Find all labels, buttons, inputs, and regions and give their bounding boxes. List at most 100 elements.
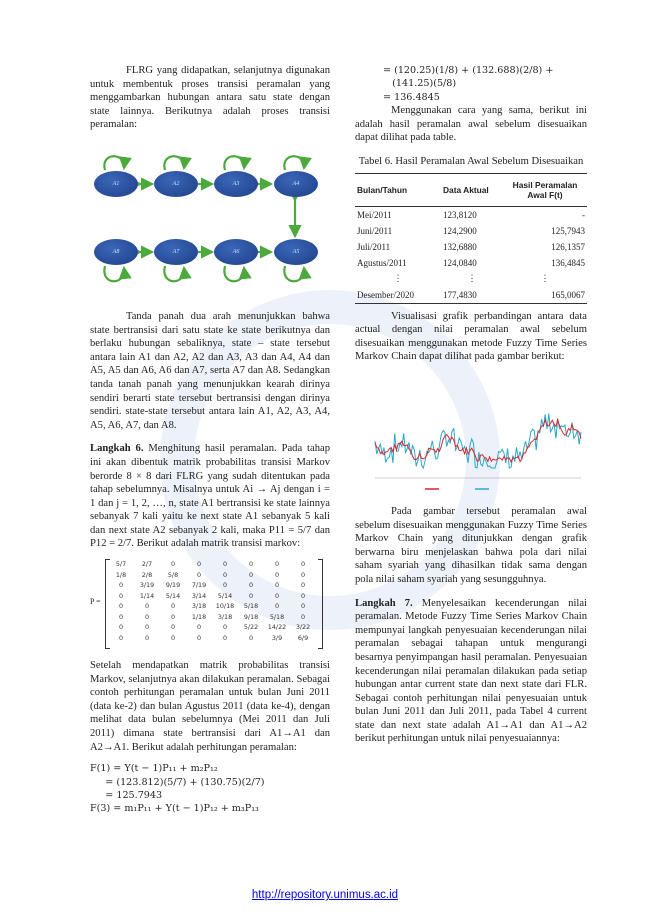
matrix-cell: 5/8 bbox=[167, 570, 179, 579]
matrix-cell: 0 bbox=[144, 633, 150, 642]
table-cell: Juli/2011 bbox=[357, 241, 391, 252]
equation-f3: F(3) = m₁P₁₁ + Y(t − 1)P₁₂ + m₃P₁₃ bbox=[90, 803, 259, 815]
matrix-cell: 0 bbox=[170, 560, 176, 569]
equation-f3-values-cont: (141.25)(5/8) bbox=[383, 78, 457, 90]
table-cell: Desember/2020 bbox=[355, 286, 441, 304]
matrix-cell: 0 bbox=[248, 581, 254, 590]
matrix-cell: 0 bbox=[248, 570, 254, 579]
matrix-cell: 0 bbox=[248, 591, 254, 600]
left-column: FLRG yang didapatkan, selanjutnya diguna… bbox=[90, 64, 330, 816]
equation-f1-values: = (123.812)(5/7) + (130.75)(2/7) bbox=[90, 776, 265, 788]
matrix-label: P = bbox=[90, 597, 101, 607]
paragraph-intro: FLRG yang didapatkan, selanjutnya diguna… bbox=[90, 65, 330, 131]
step7-title: Langkah 7. bbox=[355, 597, 413, 609]
matrix-cell: 0 bbox=[222, 623, 228, 632]
forecast-table: Bulan/Tahun Data Aktual Hasil Peramalan … bbox=[355, 172, 587, 304]
matrix-cell: 0 bbox=[118, 602, 124, 611]
matrix-cell: 0 bbox=[144, 602, 150, 611]
matrix-cell: 3/18 bbox=[217, 612, 233, 621]
matrix-cell: 0 bbox=[170, 602, 176, 611]
table-cell: Agustus/2011 bbox=[357, 257, 407, 268]
table-row: Mei/2011 123,8120 - bbox=[355, 206, 587, 223]
matrix-cell: 0 bbox=[300, 560, 306, 569]
header-actual: Data Aktual bbox=[441, 172, 503, 207]
matrix-cell: 14/22 bbox=[267, 623, 287, 632]
matrix-cell: 0 bbox=[222, 560, 228, 569]
paragraph-chart-intro: Visualisasi grafik perbandingan antara d… bbox=[355, 310, 587, 363]
table-cell: 177,4830 bbox=[441, 286, 503, 304]
matrix-cell: 0 bbox=[144, 623, 150, 632]
matrix-cell: 0 bbox=[196, 623, 202, 632]
node-a8: A8 bbox=[94, 238, 138, 265]
matrix-cell: 5/14 bbox=[165, 591, 181, 600]
repository-link[interactable]: http://repository.unimus.ac.id bbox=[251, 889, 399, 901]
matrix-bracket-right bbox=[318, 559, 323, 650]
matrix-cell: 0 bbox=[222, 581, 228, 590]
matrix-cell: 0 bbox=[144, 612, 150, 621]
table-row: ⋮⋮⋮ bbox=[355, 271, 587, 287]
node-a6: A6 bbox=[214, 238, 258, 265]
matrix-cell: 1/14 bbox=[139, 591, 155, 600]
equation-f3-values: = (120.25)(1/8) + (132.688)(2/8) + bbox=[383, 65, 554, 76]
table-cell: ⋮ bbox=[467, 273, 477, 284]
matrix-cell: 0 bbox=[170, 623, 176, 632]
matrix-cell: 3/9 bbox=[271, 633, 283, 642]
matrix-cell: 1/8 bbox=[115, 570, 127, 579]
matrix-cell: 0 bbox=[222, 570, 228, 579]
matrix-cell: 0 bbox=[196, 570, 202, 579]
matrix-cell: 2/7 bbox=[141, 560, 153, 569]
matrix-cell: 0 bbox=[170, 612, 176, 621]
table-cell: 124,0840 bbox=[443, 257, 477, 268]
table-title: Tabel 6. Hasil Peramalan Awal Sebelum Di… bbox=[358, 156, 584, 167]
table-cell: Mei/2011 bbox=[357, 209, 392, 220]
table-cell: Juni/2011 bbox=[357, 225, 393, 236]
matrix-cell: 7/19 bbox=[191, 581, 207, 590]
paragraph-step6: Langkah 6. Menghitung hasil peramalan. P… bbox=[90, 442, 330, 551]
matrix-cell: 1/18 bbox=[191, 612, 207, 621]
table-cell: 123,8120 bbox=[443, 209, 477, 220]
matrix-cell: 0 bbox=[170, 633, 176, 642]
matrix-cell: 5/7 bbox=[115, 560, 127, 569]
matrix-cell: 0 bbox=[118, 581, 124, 590]
matrix-cell: 0 bbox=[300, 591, 306, 600]
matrix-cell: 0 bbox=[248, 633, 254, 642]
node-a2: A2 bbox=[154, 170, 198, 197]
diagram-arrows bbox=[103, 155, 312, 283]
matrix-cell: 0 bbox=[118, 623, 124, 632]
matrix-cell: 0 bbox=[274, 591, 280, 600]
matrix-cell: 6/9 bbox=[297, 633, 309, 642]
matrix-cell: 5/18 bbox=[243, 602, 259, 611]
table-cell: 125,7943 bbox=[551, 225, 585, 236]
node-a3: A3 bbox=[214, 170, 258, 197]
table-cell: 165,0067 bbox=[503, 286, 587, 304]
table-cell: 124,2900 bbox=[443, 225, 477, 236]
table-cell: 132,6880 bbox=[443, 241, 477, 252]
matrix-cell: 0 bbox=[118, 591, 124, 600]
matrix-cell: 3/18 bbox=[191, 602, 207, 611]
paragraph-forecast-intro: Setelah mendapatkan matrik probabilitas … bbox=[90, 660, 330, 753]
paragraph-step7: Langkah 7. Menyelesaikan kecenderungan n… bbox=[355, 597, 587, 747]
table-cell: ⋮ bbox=[540, 273, 550, 284]
matrix-cell: 0 bbox=[274, 560, 280, 569]
table-cell: - bbox=[582, 209, 585, 220]
node-a5: A5 bbox=[274, 238, 318, 265]
comparison-chart bbox=[355, 370, 587, 495]
matrix-cell: 0 bbox=[300, 581, 306, 590]
header-month: Bulan/Tahun bbox=[355, 172, 441, 207]
node-a7: A7 bbox=[154, 238, 198, 265]
matrix-cell: 0 bbox=[118, 633, 124, 642]
paragraph-transition-explanation: Tanda panah dua arah menunjukkan bahwa s… bbox=[90, 310, 330, 431]
matrix-cell: 3/19 bbox=[139, 581, 155, 590]
matrix-cell: 3/22 bbox=[295, 623, 311, 632]
state-transition-diagram: A1 A2 A3 A4 A5 A6 A7 A8 bbox=[90, 140, 330, 300]
matrix-cell: 5/18 bbox=[269, 612, 285, 621]
equation-f3-result: = 136.4845 bbox=[383, 91, 440, 103]
step6-title: Langkah 6. bbox=[90, 443, 144, 455]
